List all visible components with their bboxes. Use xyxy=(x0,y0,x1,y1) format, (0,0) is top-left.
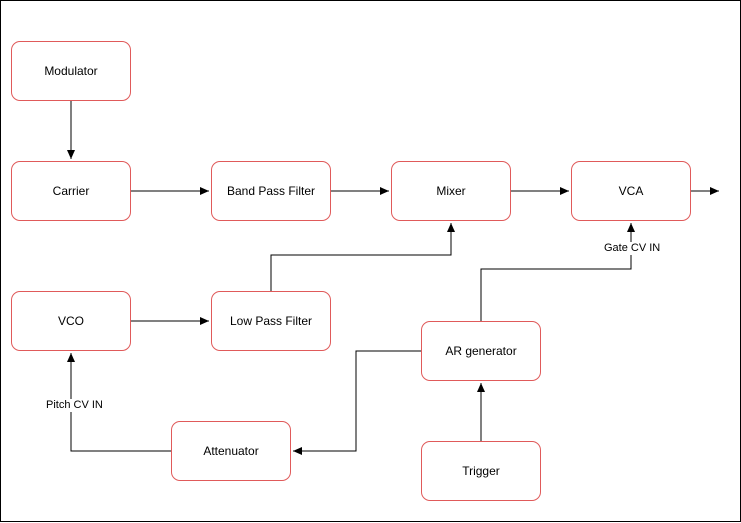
block-trigger[interactable]: Trigger xyxy=(421,441,541,501)
block-label: Modulator xyxy=(44,64,98,78)
block-low-pass-filter[interactable]: Low Pass Filter xyxy=(211,291,331,351)
block-vco[interactable]: VCO xyxy=(11,291,131,351)
wire-argen-to-attenuator xyxy=(293,350,421,455)
block-ar-generator[interactable]: AR generator xyxy=(421,321,541,381)
block-mixer[interactable]: Mixer xyxy=(391,161,511,221)
block-label: Carrier xyxy=(52,184,90,198)
block-label: Low Pass Filter xyxy=(229,314,313,328)
block-label: VCA xyxy=(618,184,644,198)
pitch-cv-in-label: Pitch CV IN xyxy=(44,399,105,412)
wire-argen-to-vca xyxy=(480,223,635,321)
block-label: AR generator xyxy=(445,344,517,358)
block-modulator[interactable]: Modulator xyxy=(11,41,131,101)
gate-cv-in-label: Gate CV IN xyxy=(602,242,663,255)
block-vca[interactable]: VCA xyxy=(571,161,691,221)
wire-lowpass-to-mixer xyxy=(270,223,455,291)
block-band-pass-filter[interactable]: Band Pass Filter xyxy=(211,161,331,221)
block-attenuator[interactable]: Attenuator xyxy=(171,421,291,481)
block-label: Attenuator xyxy=(203,444,259,458)
block-label: Mixer xyxy=(436,184,466,198)
block-carrier[interactable]: Carrier xyxy=(11,161,131,221)
block-label: VCO xyxy=(57,314,84,328)
block-label: Trigger xyxy=(462,464,500,478)
wire-attenuator-to-vco xyxy=(67,353,171,452)
block-label: Band Pass Filter xyxy=(226,184,316,198)
